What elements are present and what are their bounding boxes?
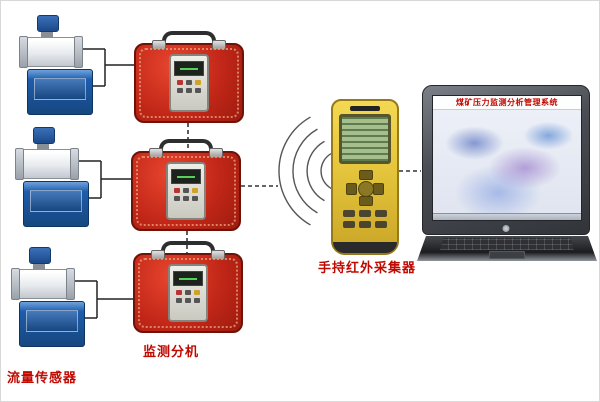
flow-sensor-group-3 <box>11 247 108 347</box>
case-body <box>134 40 244 123</box>
handheld-key <box>375 221 387 228</box>
flange-icon <box>11 268 20 300</box>
panel-buttons <box>171 80 207 93</box>
panel-display <box>174 61 204 76</box>
flow-sensor-group-2 <box>15 127 112 227</box>
sensor-body <box>19 36 83 68</box>
instrument-panel <box>166 162 206 220</box>
key-up <box>359 170 373 180</box>
sensor-junction-box <box>27 69 93 115</box>
key-left <box>346 183 357 195</box>
laptop-screen-title: 煤矿压力监测分析管理系统 <box>433 96 581 110</box>
handheld-key <box>375 210 387 217</box>
flow-sensor-device <box>19 15 116 68</box>
sensor-head <box>33 127 55 144</box>
case-rivets <box>138 258 238 328</box>
wire-sensor-group-1 <box>79 48 136 87</box>
handheld-key <box>343 210 355 217</box>
wire-sensor-group-3 <box>71 280 135 319</box>
sensor-head <box>29 247 51 264</box>
case-handle <box>159 139 213 154</box>
laptop-touchpad <box>489 251 525 259</box>
label-handheld-collector: 手持红外采集器 <box>317 261 416 276</box>
sensor-neck <box>33 264 45 269</box>
key-ok <box>358 181 374 197</box>
laptop-screen-bezel: 煤矿压力监测分析管理系统 <box>422 85 590 235</box>
case-handle <box>162 31 216 46</box>
handheld-collector-device <box>331 99 399 255</box>
junction-box-panel <box>26 310 78 332</box>
panel-display <box>173 271 203 286</box>
key-right <box>373 183 384 195</box>
sensor-body <box>11 268 75 300</box>
handheld-dpad <box>345 170 385 206</box>
flange-icon <box>19 36 28 68</box>
laptop-display: 煤矿压力监测分析管理系统 <box>432 95 582 221</box>
laptop-taskbar <box>433 213 581 220</box>
label-flow-sensor: 流量传感器 <box>7 371 78 386</box>
sensor-junction-box <box>23 181 89 227</box>
laptop-base <box>417 236 597 261</box>
handheld-keys-row <box>333 210 397 217</box>
case-rivets <box>136 156 236 226</box>
panel-buttons <box>170 290 206 303</box>
flow-sensor-device <box>11 247 108 300</box>
instrument-panel <box>169 54 209 112</box>
flange-icon <box>66 268 75 300</box>
monitor-unit-device-3 <box>133 241 243 333</box>
wireless-signal-icon <box>278 116 332 226</box>
wire-sensor-group-2 <box>75 160 133 199</box>
flow-sensor-device <box>15 127 112 180</box>
flow-sensor-group-1 <box>19 15 116 115</box>
case-body <box>133 250 243 333</box>
instrument-panel <box>168 264 208 322</box>
sensor-body <box>15 148 79 180</box>
handheld-keys-row <box>333 221 397 228</box>
key-down <box>359 196 373 206</box>
monitor-unit-device-2 <box>131 139 241 231</box>
panel-buttons <box>168 188 204 201</box>
handheld-lcd <box>339 114 391 164</box>
laptop-logo-icon <box>502 225 510 232</box>
sensor-junction-box <box>19 301 85 347</box>
sensor-neck <box>37 144 49 149</box>
monitor-unit-device-1 <box>134 31 244 123</box>
flange-icon <box>15 148 24 180</box>
handheld-key <box>359 221 371 228</box>
handheld-key <box>343 221 355 228</box>
handheld-key <box>359 210 371 217</box>
junction-box-panel <box>34 78 86 100</box>
handheld-base <box>333 242 397 253</box>
panel-display <box>171 169 201 184</box>
laptop-keyboard <box>440 238 574 250</box>
label-monitor-unit: 监测分机 <box>143 345 200 360</box>
case-handle <box>161 241 215 256</box>
sensor-neck <box>41 32 53 37</box>
sensor-head <box>37 15 59 32</box>
laptop-device: 煤矿压力监测分析管理系统 <box>417 85 597 261</box>
ir-window-icon <box>350 106 380 111</box>
flange-icon <box>74 36 83 68</box>
junction-box-panel <box>30 190 82 212</box>
case-rivets <box>139 48 239 118</box>
flange-icon <box>70 148 79 180</box>
case-body <box>131 148 241 231</box>
